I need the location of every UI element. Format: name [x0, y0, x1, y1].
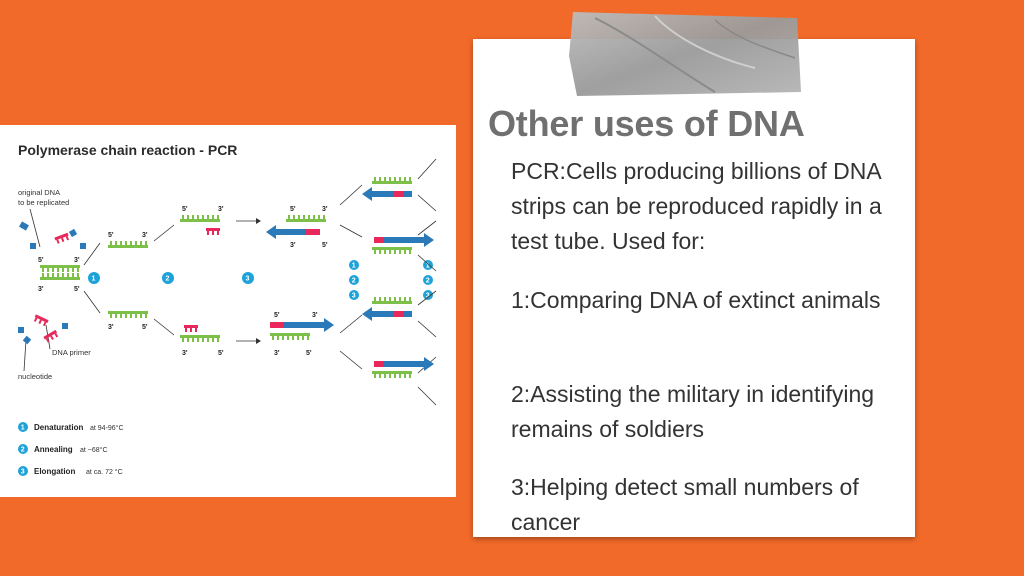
svg-text:2: 2 — [21, 447, 25, 454]
svg-text:3': 3' — [274, 350, 280, 357]
svg-text:3: 3 — [352, 293, 356, 300]
svg-text:5': 5' — [322, 242, 328, 249]
svg-text:3': 3' — [108, 324, 114, 331]
svg-text:Annealing: Annealing — [34, 445, 73, 454]
svg-text:5': 5' — [108, 232, 114, 239]
svg-text:1: 1 — [426, 263, 430, 270]
legend-annealing: 2 Annealing at ~68°C — [18, 444, 108, 454]
svg-text:5': 5' — [38, 257, 44, 264]
svg-text:3': 3' — [218, 206, 224, 213]
original-dna-double-strand: 5' 3' 3' 5' — [38, 257, 80, 293]
use-item-2: 2:Assisting the military in identifying … — [511, 381, 875, 442]
svg-text:5': 5' — [290, 206, 296, 213]
step-marker-3: 3 — [242, 272, 254, 284]
legend-elongation: 3 Elongation at ca. 72 °C — [18, 466, 123, 476]
svg-text:at 94-96°C: at 94-96°C — [90, 424, 124, 432]
svg-text:5': 5' — [142, 324, 148, 331]
annealed-strand-bottom: 3' 5' — [180, 325, 224, 357]
svg-text:5': 5' — [306, 350, 312, 357]
label-to-be-replicated: to be replicated — [18, 198, 69, 207]
svg-text:1: 1 — [92, 276, 96, 283]
pcr-description: PCR:Cells producing billions of DNA stri… — [511, 158, 882, 254]
annealed-strand-top: 5' 3' — [180, 206, 224, 235]
elongated-strand-bottom: 5' 3' 3' 5' — [270, 312, 334, 357]
svg-text:3': 3' — [290, 242, 296, 249]
svg-text:3': 3' — [142, 232, 148, 239]
step-marker-2: 2 — [162, 272, 174, 284]
svg-text:3: 3 — [246, 276, 250, 283]
use-item-1: 1:Comparing DNA of extinct animals — [511, 287, 881, 313]
svg-text:2: 2 — [426, 278, 430, 285]
svg-text:5': 5' — [182, 206, 188, 213]
tape-decoration — [569, 12, 801, 96]
svg-text:Elongation: Elongation — [34, 467, 75, 476]
svg-text:at ca. 72 °C: at ca. 72 °C — [86, 468, 123, 476]
label-nucleotide: nucleotide — [18, 372, 52, 381]
svg-text:Denaturation: Denaturation — [34, 423, 83, 432]
pcr-products — [362, 177, 434, 378]
separated-strand-top: 5' 3' — [108, 232, 148, 248]
use-item-3: 3:Helping detect small numbers of cancer — [511, 474, 859, 535]
content-card: Other uses of DNA PCR:Cells producing bi… — [473, 39, 915, 537]
repeat-markers-left: 1 2 3 — [349, 260, 359, 300]
nucleotides-cluster — [18, 221, 86, 345]
svg-text:3': 3' — [74, 257, 80, 264]
svg-text:3': 3' — [312, 312, 318, 319]
svg-text:5': 5' — [274, 312, 280, 319]
svg-text:5': 5' — [218, 350, 224, 357]
legend-denaturation: 1 Denaturation at 94-96°C — [18, 422, 124, 432]
label-original-dna: original DNA — [18, 188, 60, 197]
svg-text:3': 3' — [38, 286, 44, 293]
svg-text:at ~68°C: at ~68°C — [80, 446, 108, 454]
svg-text:2: 2 — [166, 276, 170, 283]
svg-text:3: 3 — [426, 293, 430, 300]
svg-text:3: 3 — [21, 469, 25, 476]
svg-text:5': 5' — [74, 286, 80, 293]
repeat-markers-right: 1 2 3 — [423, 260, 433, 300]
svg-text:3': 3' — [182, 350, 188, 357]
svg-text:2: 2 — [352, 278, 356, 285]
step-marker-1: 1 — [88, 272, 100, 284]
page-title: Other uses of DNA — [488, 103, 805, 144]
diagram-title: Polymerase chain reaction - PCR — [18, 142, 237, 158]
elongated-strand-top: 5' 3' 3' 5' — [266, 206, 328, 249]
separated-strand-bottom: 3' 5' — [108, 311, 148, 331]
pcr-diagram-image: Polymerase chain reaction - PCR original… — [0, 125, 456, 497]
branch-arrows — [339, 158, 437, 406]
svg-text:3': 3' — [322, 206, 328, 213]
svg-text:1: 1 — [352, 263, 356, 270]
label-dna-primer: DNA primer — [52, 348, 91, 357]
svg-text:1: 1 — [21, 425, 25, 432]
